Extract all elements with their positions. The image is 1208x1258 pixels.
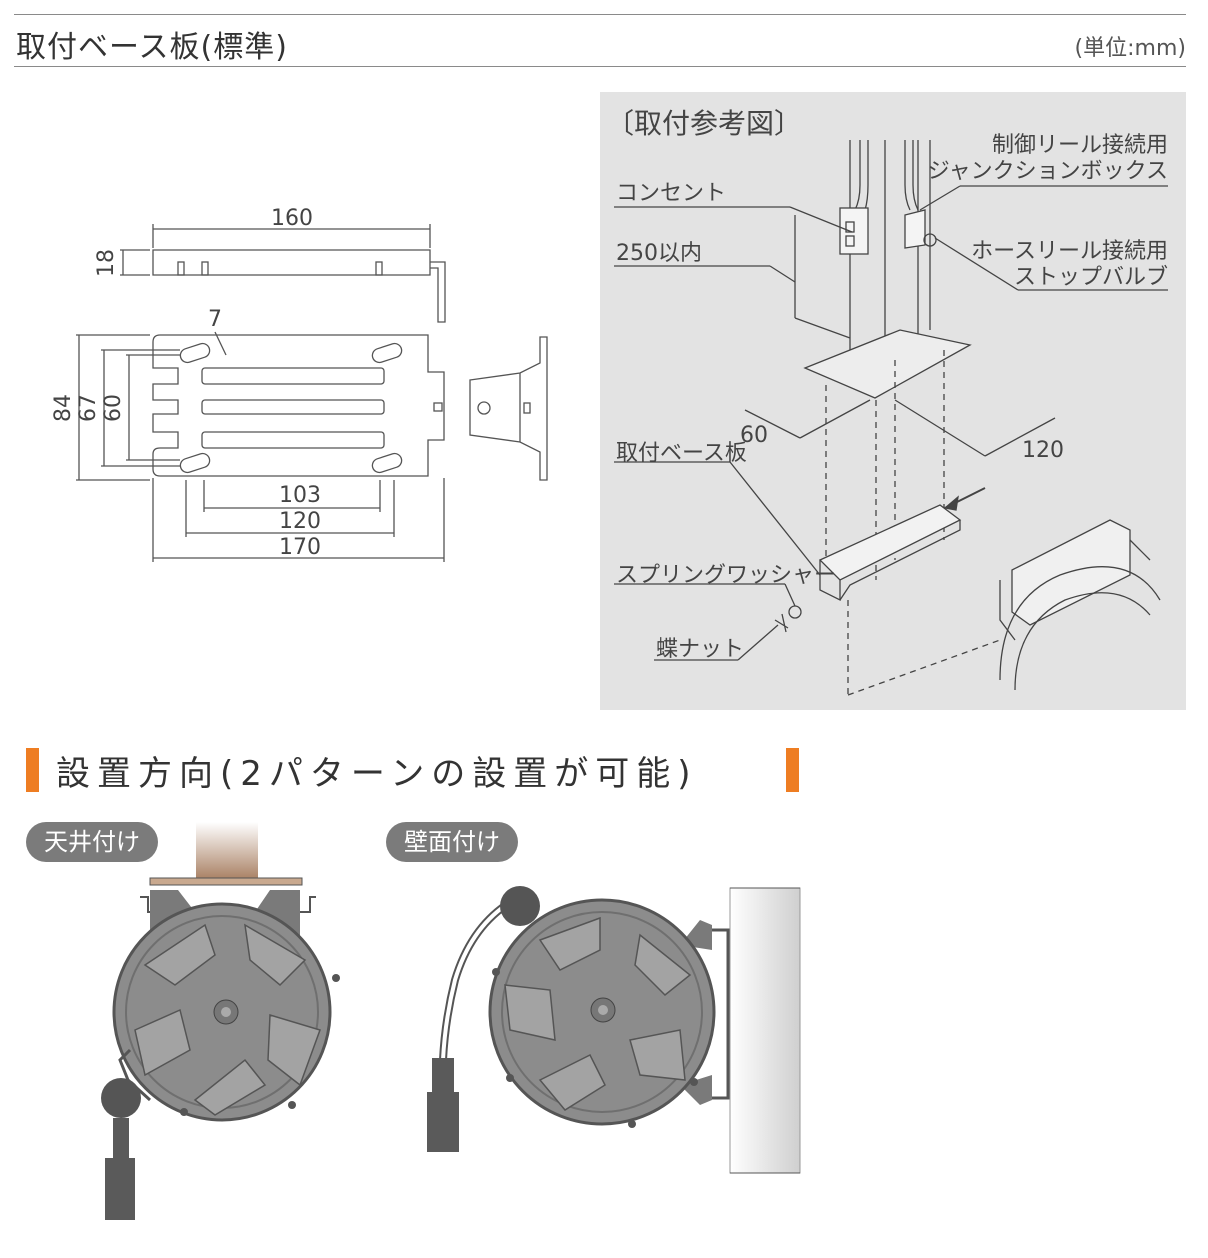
reference-labels: 〔取付参考図〕 制御リール接続用 ジャンクションボックス コンセント 250以内…	[606, 107, 1168, 662]
outlet-label: コンセント	[616, 181, 726, 206]
wall-reel-spokes	[504, 916, 692, 1111]
dim-60: 60	[101, 394, 126, 422]
reference-drawing	[614, 140, 1168, 696]
ceiling-mount-badge: 天井付け	[26, 822, 158, 862]
section-bar-left	[26, 748, 39, 792]
dim-160: 160	[271, 206, 313, 231]
header-top-rule	[14, 14, 1186, 15]
dim-67: 67	[76, 394, 101, 422]
page-title: 取付ベース板(標準)	[16, 30, 288, 65]
ceiling-mount-illustration	[101, 822, 340, 1220]
within-250-label: 250以内	[616, 241, 702, 266]
wing-nut-label: 蝶ナット	[656, 637, 744, 662]
ceiling-stopper-ball	[101, 1078, 141, 1118]
ref-dim-120: 120	[1022, 438, 1064, 463]
stop-valve-label-1: ホースリール接続用	[971, 239, 1168, 264]
plate-front-view	[76, 331, 445, 562]
spring-washer-label: スプリングワッシャー	[616, 563, 836, 588]
header-bottom-rule	[14, 66, 1186, 67]
junction-box-label-1: 制御リール接続用	[992, 133, 1168, 158]
ceiling-post	[196, 822, 258, 880]
wall-mount-badge: 壁面付け	[386, 822, 518, 862]
wall-stopper-ball	[500, 886, 540, 926]
ceiling-reel-spokes	[134, 923, 321, 1116]
dim-103: 103	[279, 483, 321, 508]
plate-side-view	[469, 336, 548, 481]
base-plate-drawing	[76, 224, 548, 562]
reference-panel	[600, 92, 1186, 710]
base-plate-dim-texts: 160 18 7 84 67 60 103 120 170	[51, 206, 321, 560]
dim-120: 120	[279, 509, 321, 534]
ceiling-plate	[149, 877, 303, 886]
unit-label: (単位:mm)	[1074, 36, 1186, 61]
ref-dim-60: 60	[740, 423, 768, 448]
plate-top-view	[120, 224, 446, 323]
orientation-title: 設置方向(2パターンの設置が可能)	[56, 754, 698, 794]
dim-170: 170	[279, 535, 321, 560]
wall-nozzle	[427, 1092, 459, 1152]
wall-mount-illustration	[427, 886, 801, 1174]
dim-7: 7	[208, 307, 222, 332]
wall-panel	[729, 887, 801, 1174]
section-bar-right	[786, 748, 799, 792]
dim-84: 84	[51, 394, 76, 422]
dim-18: 18	[94, 249, 119, 277]
reference-title: 〔取付参考図〕	[606, 107, 802, 140]
stop-valve-label-2: ストップバルブ	[1014, 265, 1168, 290]
base-plate-label: 取付ベース板	[616, 441, 747, 466]
ceiling-nozzle	[105, 1158, 135, 1220]
junction-box-label-2: ジャンクションボックス	[928, 159, 1168, 184]
